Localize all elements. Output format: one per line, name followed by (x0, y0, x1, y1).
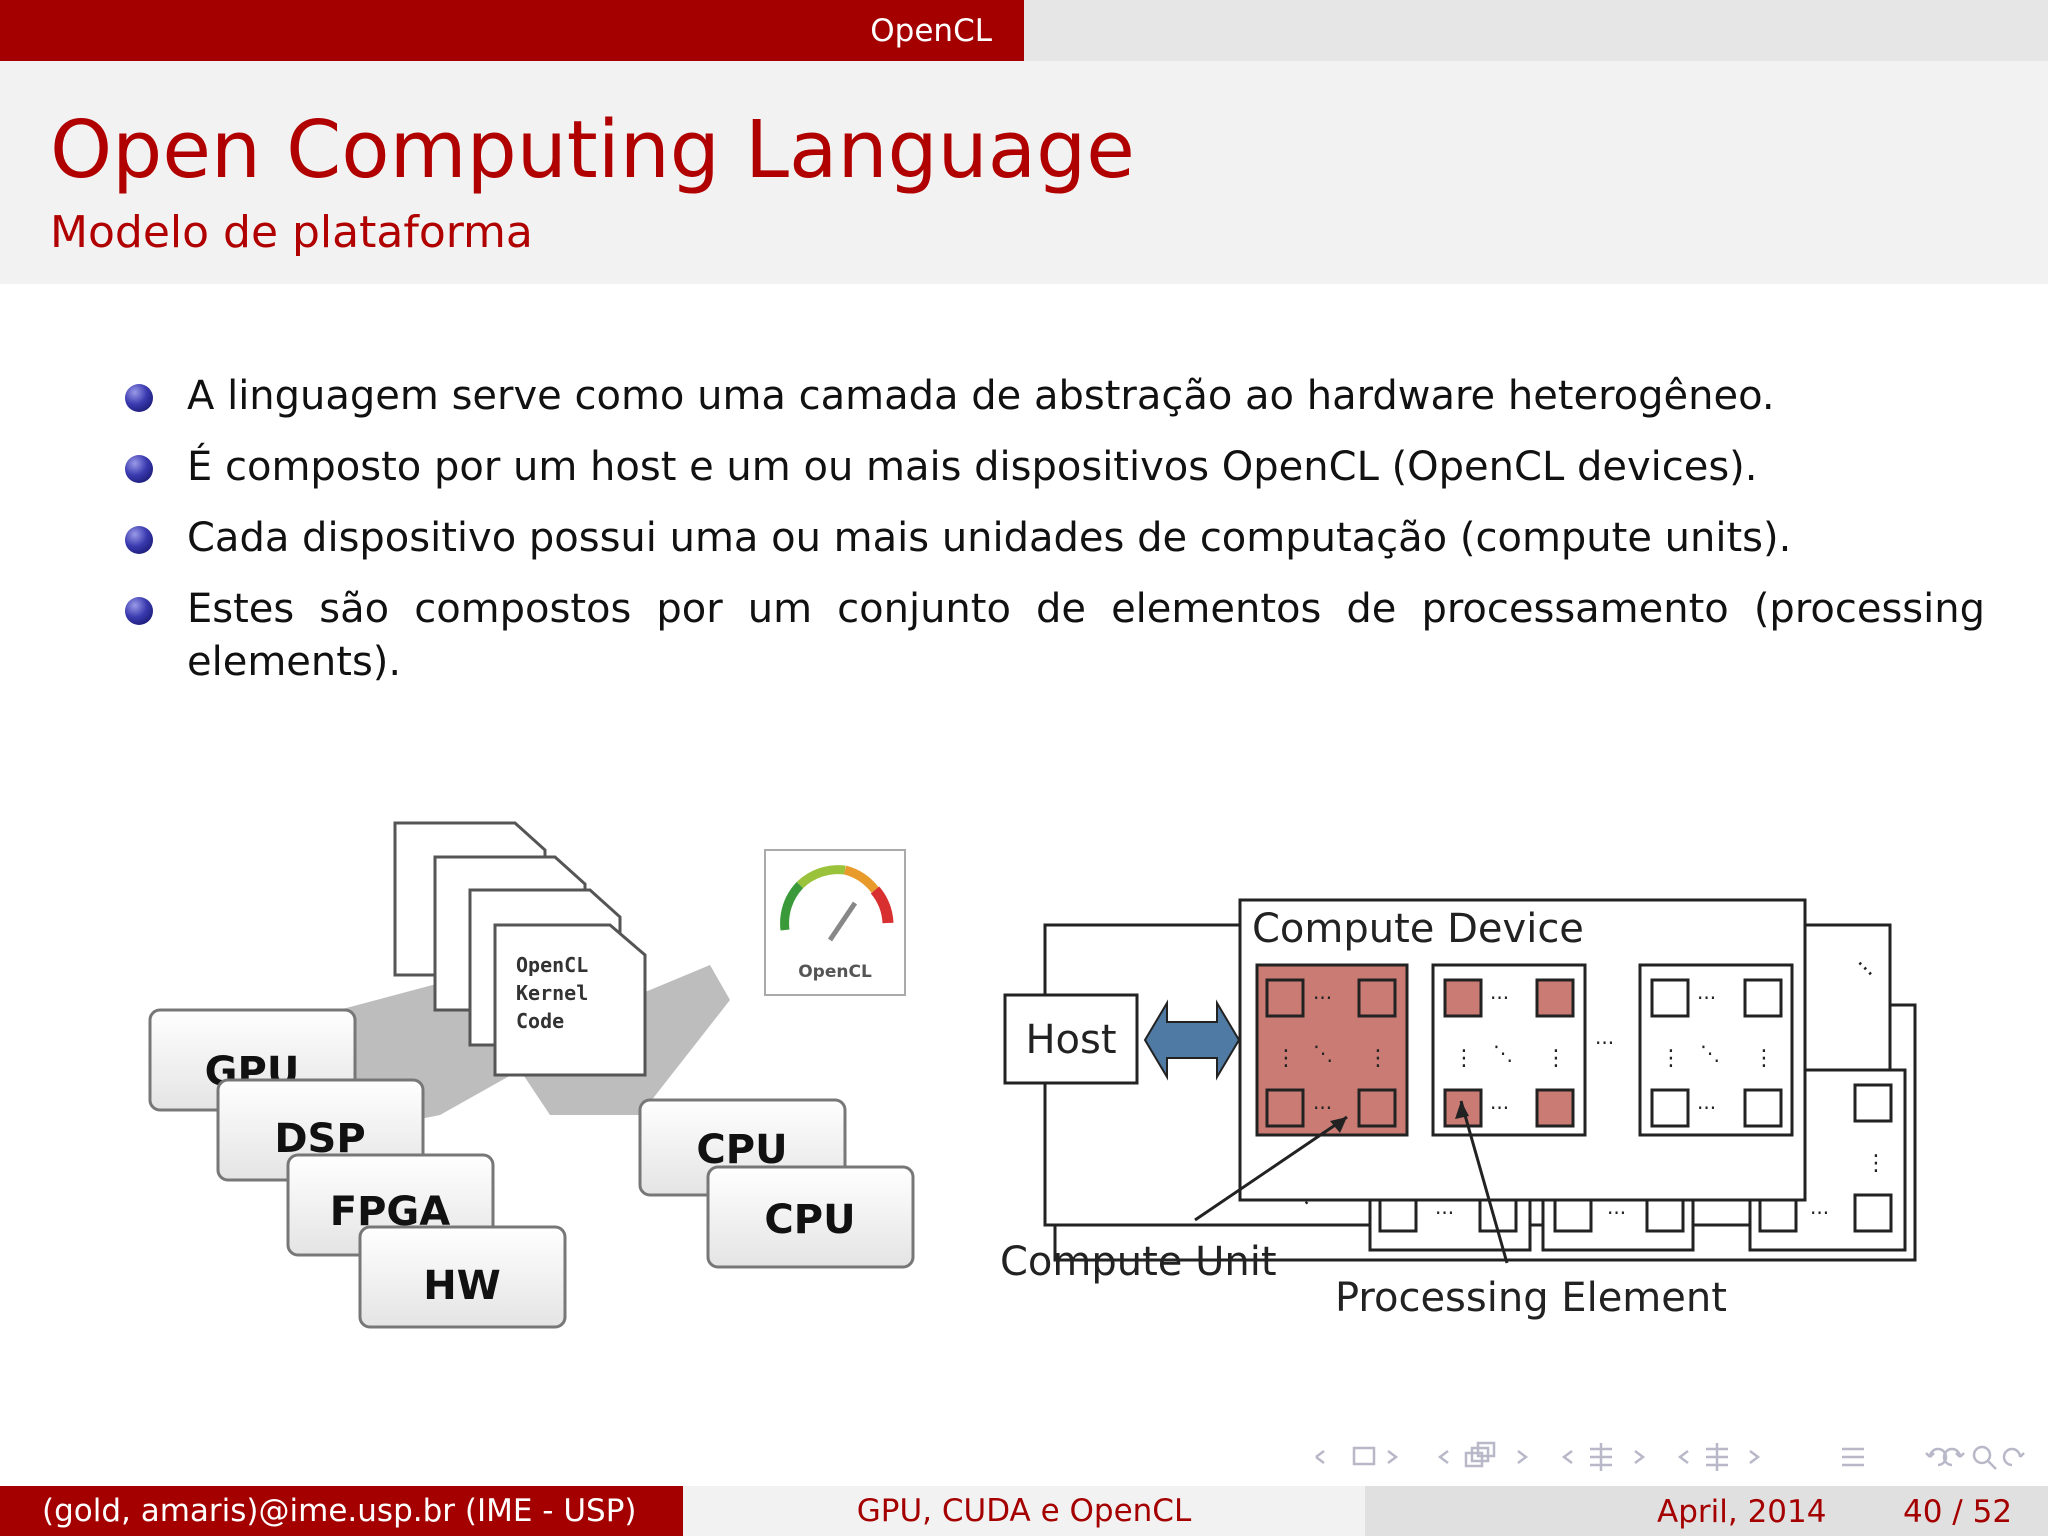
logo-label: OpenCL (798, 962, 872, 982)
footer-page-number: 40 / 52 (1903, 1494, 2013, 1530)
back-device-units: ··· ··· ⋮ ··· ··· ··· (1296, 953, 1907, 1252)
bullet-list: A linguagem serve como uma camada de abs… (125, 370, 1985, 707)
svg-text:···: ··· (1313, 986, 1332, 1010)
svg-text:⋮: ⋮ (1545, 1046, 1567, 1071)
compute-unit-highlighted: ··· ··· ⋮ ⋮ ⋱ (1255, 963, 1409, 1137)
svg-text:···: ··· (1313, 1096, 1332, 1120)
arrowhead-icon (1455, 1101, 1469, 1119)
nav-next-icon[interactable] (1517, 1450, 1529, 1464)
svg-text:···: ··· (1810, 1201, 1829, 1225)
nav-search-icon[interactable] (1972, 1445, 1992, 1465)
kernel-code-line: Code (516, 1009, 564, 1033)
device-boxes: GPU DSP FPGA HW CPU CPU (148, 1008, 915, 1329)
gauge-orange-icon (843, 865, 879, 893)
nav-frame-icon[interactable] (1352, 1446, 1376, 1466)
compute-device-label: Compute Device (1252, 906, 1584, 952)
svg-text:⋮: ⋮ (1275, 1046, 1297, 1071)
nav-forward-icon[interactable] (1942, 1447, 1965, 1467)
svg-text:⋱: ⋱ (1313, 1041, 1333, 1065)
nav-appendix-icon[interactable] (1842, 1447, 1864, 1467)
section-title[interactable]: OpenCL (0, 0, 1024, 61)
svg-text:···: ··· (1435, 1201, 1454, 1225)
gauge-yellow-icon (796, 865, 846, 889)
kernel-code-pages: OpenCL Kernel Code (393, 821, 647, 1077)
host-box (1003, 993, 1139, 1085)
bullet-ball-icon (125, 455, 153, 483)
double-arrow-icon (1143, 999, 1241, 1081)
nav-document-icon[interactable] (1706, 1443, 1728, 1471)
svg-text:⋮: ⋮ (1660, 1046, 1682, 1071)
svg-text:⋮: ⋮ (1453, 1046, 1475, 1071)
processing-element-label: Processing Element (1335, 1275, 1727, 1321)
nav-prev-icon[interactable] (1561, 1450, 1573, 1464)
compute-unit: ··· ··· ⋮ ⋮ ⋱ (1431, 963, 1587, 1137)
nav-prev-icon[interactable] (1437, 1450, 1449, 1464)
nav-section-icon[interactable] (1590, 1443, 1612, 1471)
bullet-item: Cada dispositivo possui uma ou mais unid… (125, 512, 1985, 565)
svg-text:⋮: ⋮ (1367, 1046, 1389, 1071)
nav-subsection-icon[interactable] (1464, 1451, 1484, 1468)
bullet-ball-icon (125, 526, 153, 554)
platform-model-figure: ··· ··· ⋮ ··· ··· ··· Compute Device ···… (1000, 898, 1917, 1321)
device-label-cpu: CPU (764, 1197, 855, 1243)
gauge-green-icon (780, 881, 804, 931)
footer-date: April, 2014 (1657, 1494, 1827, 1530)
heterogeneous-devices-figure: OpenCL Kernel Code OpenCL GPU DSP FPGA H… (148, 821, 915, 1329)
bullet-ball-icon (125, 384, 153, 412)
gauge-needle-icon (827, 901, 858, 942)
bullet-item: A linguagem serve como uma camada de abs… (125, 370, 1985, 423)
device-label-hw: HW (423, 1263, 501, 1309)
nav-next-icon[interactable] (1634, 1450, 1646, 1464)
title-box: Open Computing Language Modelo de plataf… (0, 61, 2048, 284)
compute-unit: ··· ··· ⋮ ⋮ ⋱ (1638, 963, 1794, 1137)
slide-subtitle: Modelo de plataforma (50, 207, 533, 258)
svg-text:⋱: ⋱ (1493, 1041, 1513, 1065)
svg-text:···: ··· (1697, 986, 1716, 1010)
footer-bar: (gold, amaris)@ime.usp.br (IME - USP) GP… (0, 1486, 2048, 1536)
bullet-item: Estes são compostos por um conjunto de e… (125, 583, 1985, 689)
header-bar: OpenCL (0, 0, 2048, 61)
compute-unit-label: Compute Unit (1000, 1239, 1277, 1285)
svg-text:···: ··· (1595, 1031, 1614, 1055)
bullet-item: É composto por um host e um ou mais disp… (125, 441, 1985, 494)
kernel-code-line: Kernel (516, 981, 588, 1005)
kernel-code-line: OpenCL (516, 953, 588, 977)
host-label: Host (1025, 1017, 1116, 1063)
arrowhead-icon (1330, 1117, 1347, 1133)
svg-text:⋮: ⋮ (1865, 1151, 1887, 1176)
navigation-symbols (1315, 1441, 2025, 1471)
opencl-logo: OpenCL (764, 849, 906, 996)
compute-unit-pointer (1194, 1115, 1348, 1222)
nav-next-icon[interactable] (1749, 1450, 1761, 1464)
svg-text:···: ··· (1607, 1201, 1626, 1225)
nav-prev-icon[interactable] (1677, 1450, 1689, 1464)
footer-title: GPU, CUDA e OpenCL (683, 1486, 1365, 1536)
svg-text:···: ··· (1490, 1096, 1509, 1120)
slide-title: Open Computing Language (50, 104, 1135, 196)
footer-author: (gold, amaris)@ime.usp.br (IME - USP) (0, 1486, 683, 1536)
gauge-red-icon (870, 886, 894, 924)
processing-element-pointer (1459, 1100, 1509, 1264)
svg-text:⋮: ⋮ (1753, 1046, 1775, 1071)
svg-text:···: ··· (1697, 1096, 1716, 1120)
footer-info: April, 2014 40 / 52 (1365, 1486, 2048, 1536)
bullet-ball-icon (125, 597, 153, 625)
svg-text:···: ··· (1490, 986, 1509, 1010)
nav-forward-icon[interactable] (2002, 1447, 2025, 1467)
nav-next-icon[interactable] (1387, 1450, 1399, 1464)
nav-back-icon[interactable] (1925, 1447, 1948, 1467)
device-label-cpu: CPU (696, 1127, 787, 1173)
nav-prev-icon[interactable] (1315, 1450, 1325, 1464)
svg-text:⋱: ⋱ (1700, 1041, 1720, 1065)
